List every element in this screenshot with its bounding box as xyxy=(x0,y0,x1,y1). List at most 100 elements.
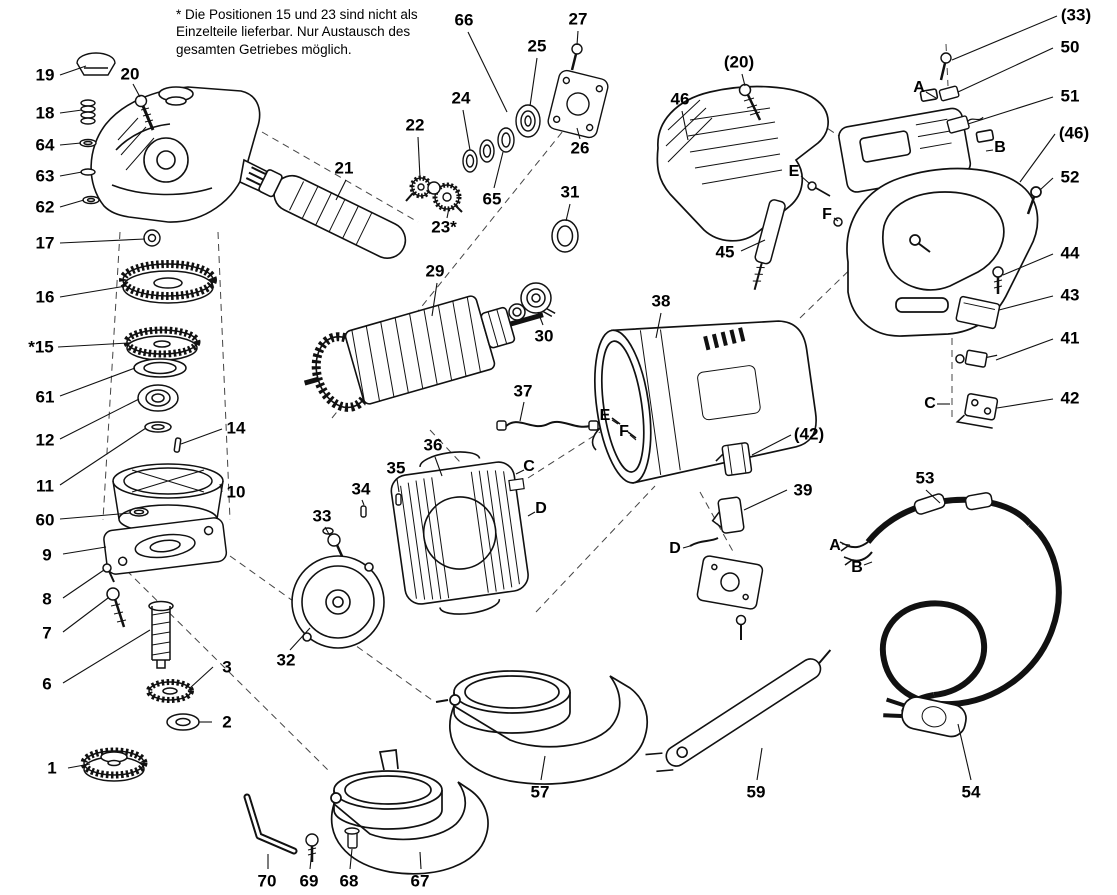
part-label-62: 62 xyxy=(35,197,55,217)
part-label-7: 7 xyxy=(42,623,52,643)
part-label-11: 11 xyxy=(36,476,54,496)
part-label-61: 61 xyxy=(35,387,55,407)
part-label-32: 32 xyxy=(276,650,296,670)
part-label-66: 66 xyxy=(454,10,474,30)
part-label-67: 67 xyxy=(410,871,430,891)
gear-stack xyxy=(80,260,228,782)
ref-letter-B: B xyxy=(994,139,1006,156)
part-label-52: 52 xyxy=(1060,167,1080,187)
part-label-17: 17 xyxy=(35,233,55,253)
part-label-51: 51 xyxy=(1060,86,1080,106)
part-label-16: 16 xyxy=(35,287,55,307)
part-label-44: 44 xyxy=(1060,243,1080,263)
part-label-27: 27 xyxy=(568,9,588,29)
part-label-65: 65 xyxy=(482,189,502,209)
motor-housing xyxy=(594,320,817,484)
wheel-guard-57 xyxy=(435,670,649,785)
part-label-45: 45 xyxy=(715,242,735,262)
part-label-(20): (20) xyxy=(723,52,755,72)
part-label-25: 25 xyxy=(527,36,547,56)
part-label-9: 9 xyxy=(42,545,52,565)
ref-letter-E: E xyxy=(599,407,611,424)
part-label-33: 33 xyxy=(312,506,332,526)
spanner-wrench xyxy=(645,649,832,773)
stator-screws xyxy=(322,493,402,566)
hex-key xyxy=(243,793,298,855)
part-label-64: 64 xyxy=(35,135,55,155)
part-label-63: 63 xyxy=(35,166,55,186)
pinion-parts xyxy=(405,43,609,213)
axis-lines xyxy=(102,43,953,773)
part-label-*15: *15 xyxy=(28,337,54,357)
part-label-3: 3 xyxy=(222,657,232,677)
part-label-42: 42 xyxy=(1060,388,1080,408)
part-label-36: 36 xyxy=(423,435,443,455)
field-handle-shell xyxy=(656,85,829,242)
ref-letter-D: D xyxy=(669,540,681,557)
part-label-26: 26 xyxy=(570,138,590,158)
part-label-19: 19 xyxy=(35,65,55,85)
part-label-(33): (33) xyxy=(1060,5,1092,25)
part-label-60: 60 xyxy=(35,510,55,530)
part-label-38: 38 xyxy=(651,291,671,311)
stator xyxy=(390,451,529,615)
part-label-35: 35 xyxy=(386,458,406,478)
cable-bushing xyxy=(839,492,1033,566)
gear-head-housing xyxy=(90,86,286,223)
ref-letter-C: C xyxy=(924,395,936,412)
part-label-18: 18 xyxy=(35,103,55,123)
part-label-68: 68 xyxy=(339,871,359,891)
wire-37 xyxy=(496,420,599,431)
part-label-14: 14 xyxy=(226,418,246,438)
mains-plug xyxy=(883,696,967,738)
ref-letter-A: A xyxy=(913,79,925,96)
wheel-guard-67 xyxy=(330,749,489,875)
part-label-41: 41 xyxy=(1060,328,1080,348)
part-label-10: 10 xyxy=(226,482,246,502)
ref-letter-F: F xyxy=(619,423,629,440)
part-label-8: 8 xyxy=(42,589,52,609)
leader-lines xyxy=(57,15,1058,870)
part-label-6: 6 xyxy=(42,674,52,694)
armature xyxy=(303,295,556,412)
part-label-43: 43 xyxy=(1060,285,1080,305)
part-label-70: 70 xyxy=(257,871,277,891)
part-label-23*: 23* xyxy=(431,217,457,237)
ref-letter-A: A xyxy=(829,537,841,554)
part-label-(46): (46) xyxy=(1058,123,1090,143)
part-label-1: 1 xyxy=(47,758,57,778)
switch-parts xyxy=(738,83,843,290)
part-label-59: 59 xyxy=(746,782,766,802)
part-label-34: 34 xyxy=(351,479,371,499)
part-label-50: 50 xyxy=(1060,37,1080,57)
ref-letter-B: B xyxy=(851,559,863,576)
part-label-29: 29 xyxy=(425,261,445,281)
part-label-20: 20 xyxy=(120,64,140,84)
part-label-46: 46 xyxy=(670,89,690,109)
bearings-30-31 xyxy=(508,219,579,321)
cord-clamp-parts xyxy=(689,442,764,640)
brush-parts xyxy=(938,52,984,134)
part-label-57: 57 xyxy=(530,782,550,802)
part-label-12: 12 xyxy=(35,430,55,450)
handle-mount-parts xyxy=(955,266,1004,429)
part-label-30: 30 xyxy=(534,326,554,346)
bearing-plate xyxy=(291,555,385,649)
part-label-(42): (42) xyxy=(793,424,825,444)
part-label-24: 24 xyxy=(451,88,471,108)
guard-fasteners xyxy=(305,827,360,862)
part-label-37: 37 xyxy=(513,381,533,401)
rear-handle xyxy=(846,167,1042,337)
ref-letter-E: E xyxy=(788,163,800,180)
part-label-54: 54 xyxy=(961,782,981,802)
part-label-39: 39 xyxy=(793,480,813,500)
part-label-21: 21 xyxy=(334,158,354,178)
ref-letter-F: F xyxy=(822,206,832,223)
footnote-text: * Die Positionen 15 und 23 sind nicht al… xyxy=(176,7,418,57)
side-handle xyxy=(245,166,407,259)
ref-letter-C: C xyxy=(523,458,535,475)
part-label-22: 22 xyxy=(405,115,425,135)
part-label-69: 69 xyxy=(299,871,319,891)
